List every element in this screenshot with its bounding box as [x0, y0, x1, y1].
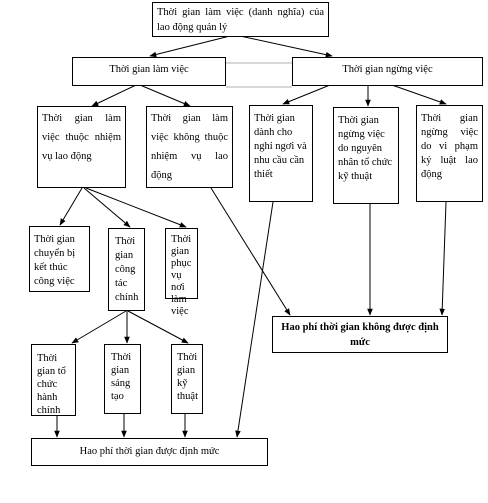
node-admin-time: Thời gian tổ chức hành chính	[31, 344, 76, 416]
edge-rest-normed	[235, 201, 274, 438]
node-prep-time: Thời gian chuyển bị kết thúc công việc	[29, 226, 90, 292]
node-working-time: Thời gian làm việc	[72, 57, 226, 86]
node-unnormed-cost: Hao phí thời gian không được định mức	[272, 316, 448, 353]
edge-duty-prep	[59, 187, 83, 226]
edge-discipline-unnormed	[439, 201, 447, 316]
node-non-duty-time: Thời gian làm việc không thuộc nhiệm vụ …	[146, 106, 233, 188]
node-root: Thời gian làm việc (danh nghĩa) của lao …	[152, 2, 329, 37]
edge-root-stop	[239, 35, 333, 58]
edge-duty-main	[83, 187, 131, 228]
node-service-time: Thời gian phục vụ nơi làm việc	[165, 228, 198, 317]
node-creative-time: Thời gian sáng tạo	[104, 344, 141, 414]
edge-duty-service	[85, 187, 187, 228]
edge-working-duty	[91, 84, 137, 107]
edge-working-nonduty	[139, 84, 191, 107]
node-technical-stop: Thời gian ngừng việc do nguyên nhân tổ c…	[333, 107, 399, 204]
edge-stop-discipline	[391, 84, 447, 105]
node-normed-cost: Hao phí thời gian được định mức	[31, 438, 268, 466]
node-discipline-stop: Thời gian ngừng việc do vi phạm kỷ luật …	[416, 105, 483, 202]
edge-main-tech	[127, 310, 189, 344]
node-rest-time: Thời gian dành cho nghỉ ngơi và nhu cầu …	[249, 105, 313, 202]
node-stop-time: Thời gian ngừng việc	[292, 57, 483, 86]
node-tech-time: Thời gian kỹ thuật	[171, 344, 203, 414]
edge-stop-rest	[282, 84, 331, 105]
edge-nonduty-unnormed	[210, 187, 291, 316]
edge-main-admin	[71, 310, 127, 344]
node-main-time: Thời gian công tác chính	[108, 228, 145, 311]
edge-root-working	[149, 35, 231, 58]
node-duty-time: Thời gian làm việc thuộc nhiệm vụ lao độ…	[37, 106, 126, 188]
